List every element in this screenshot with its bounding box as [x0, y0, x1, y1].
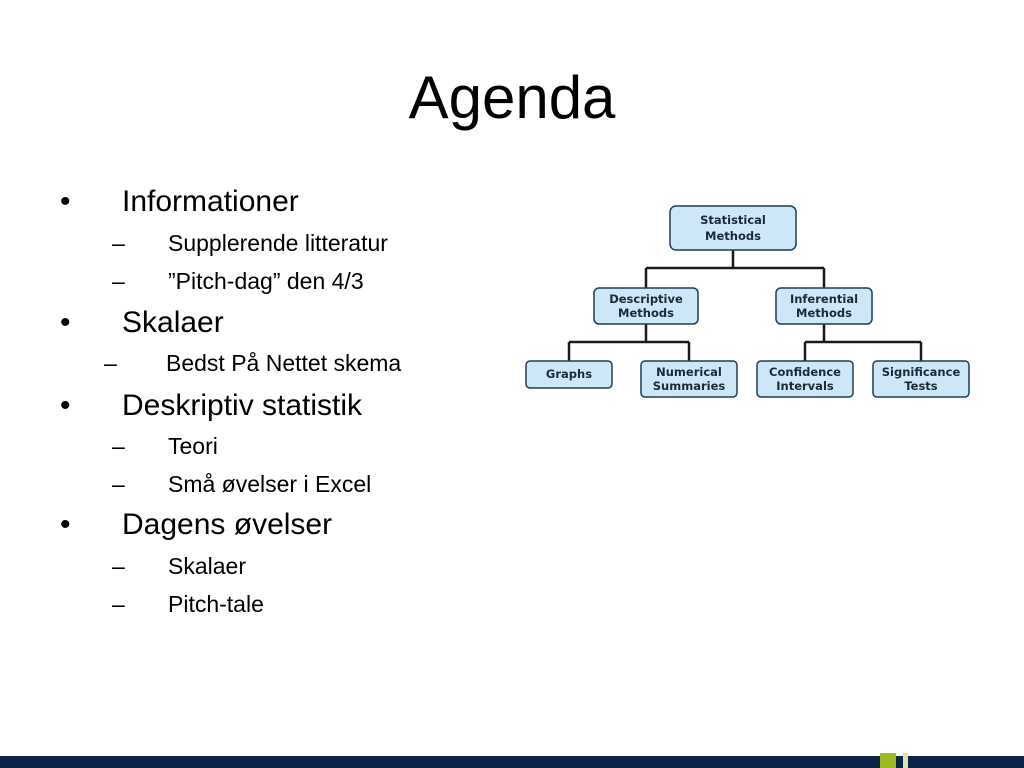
- agenda-subitem: Skalaer: [168, 553, 246, 579]
- sub-marker: –: [112, 591, 125, 617]
- box-label: Methods: [796, 306, 852, 320]
- agenda-subitem: Bedst På Nettet skema: [166, 350, 402, 376]
- box-label: Statistical: [700, 213, 766, 227]
- box-graphs: Graphs: [525, 360, 613, 389]
- box-label: Methods: [705, 229, 761, 243]
- box-label: Summaries: [653, 379, 726, 393]
- sub-marker: –: [112, 553, 125, 579]
- sub-marker: –: [112, 471, 125, 497]
- bullet-marker: •: [60, 389, 71, 422]
- agenda-item-deskriptiv-statistik: Deskriptiv statistik: [122, 389, 363, 422]
- footer-accent-light: [903, 753, 908, 768]
- agenda-subitem: Pitch-tale: [168, 591, 264, 617]
- box-inferential-methods: Inferential Methods: [775, 287, 873, 325]
- box-significance-tests: Significance Tests: [872, 360, 970, 398]
- agenda-item-informationer: Informationer: [122, 185, 299, 218]
- sub-marker: –: [112, 268, 125, 294]
- box-label: Descriptive: [609, 292, 683, 306]
- agenda-subitem: Teori: [168, 433, 218, 459]
- box-label: Significance: [882, 365, 961, 379]
- agenda-subitem: ”Pitch-dag” den 4/3: [168, 268, 364, 294]
- sub-marker: –: [112, 230, 125, 256]
- agenda-item-dagens-ovelser: Dagens øvelser: [122, 508, 333, 541]
- box-numerical-summaries: Numerical Summaries: [640, 360, 738, 398]
- slide-title: Agenda: [408, 64, 616, 131]
- box-label: Confidence: [769, 365, 841, 379]
- diagram-connectors: [567, 250, 923, 361]
- sub-marker: –: [104, 350, 117, 376]
- box-label: Inferential: [790, 292, 858, 306]
- agenda-subitem: Små øvelser i Excel: [168, 471, 372, 497]
- box-label: Methods: [618, 306, 674, 320]
- footer-bar: [0, 756, 1024, 768]
- agenda-item-skalaer: Skalaer: [122, 306, 224, 339]
- box-descriptive-methods: Descriptive Methods: [593, 287, 699, 325]
- sub-marker: –: [112, 433, 125, 459]
- box-label: Numerical: [656, 365, 722, 379]
- box-label: Graphs: [546, 367, 592, 381]
- box-label: Intervals: [776, 379, 834, 393]
- bullet-marker: •: [60, 508, 71, 541]
- box-confidence-intervals: Confidence Intervals: [756, 360, 854, 398]
- footer-accent-green: [880, 753, 896, 768]
- box-statistical-methods: Statistical Methods: [669, 205, 797, 251]
- statistical-methods-diagram: Statistical Methods Descriptive Methods …: [525, 205, 970, 398]
- agenda-subitem: Supplerende litteratur: [168, 230, 388, 256]
- bullet-marker: •: [60, 185, 71, 218]
- box-label: Tests: [904, 379, 937, 393]
- bullet-marker: •: [60, 306, 71, 339]
